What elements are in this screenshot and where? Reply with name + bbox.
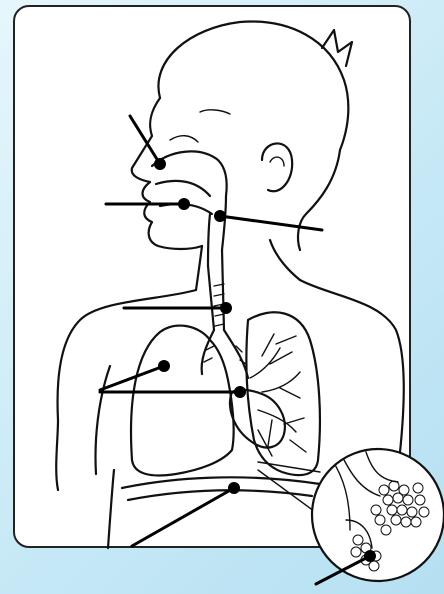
pointer-mouth — [106, 198, 190, 210]
pointer-bronchus — [100, 386, 246, 398]
head-outline — [132, 22, 352, 290]
zoom-wedge — [258, 462, 320, 514]
trachea — [208, 250, 224, 330]
right-lung — [246, 312, 320, 475]
heart — [230, 390, 285, 448]
pointer-trachea — [124, 302, 232, 314]
left-lung — [131, 326, 234, 476]
alveoli-magnifier — [312, 449, 444, 581]
